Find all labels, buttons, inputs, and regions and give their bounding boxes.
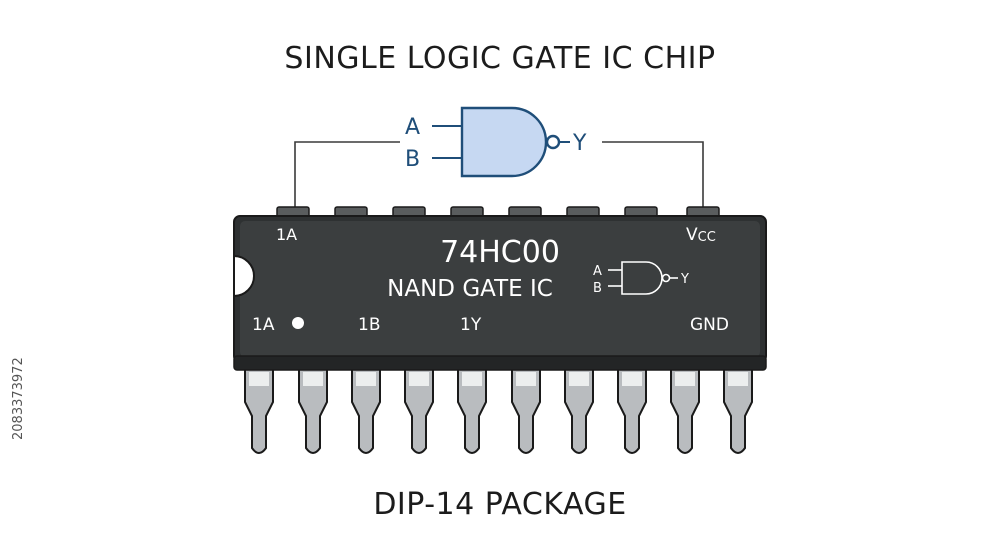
chip-bottom-label-gnd: GND <box>690 315 729 335</box>
pin1-indicator-dot <box>292 317 304 329</box>
chip-bottom-label-1y: 1Y <box>460 315 482 335</box>
mini-gate-b-label: B <box>593 281 602 296</box>
chip-top-label-1a: 1A <box>276 225 297 244</box>
chip-mini-nand-icon <box>608 261 678 295</box>
nand-gate-bubble <box>545 134 561 150</box>
chip-top-label-vcc: VCC <box>686 225 716 245</box>
nand-gate-body <box>460 106 548 178</box>
chip-bottom-label-1a: 1A <box>252 315 275 335</box>
chip-bottom-label-1b: 1B <box>358 315 380 335</box>
bottom-pin-1 <box>244 365 274 454</box>
bottom-pin-4 <box>404 365 434 454</box>
gate-output-y-label: Y <box>572 131 587 156</box>
bottom-pin-9 <box>670 365 700 454</box>
mini-gate-y-label: Y <box>680 272 689 287</box>
bottom-pin-5 <box>457 365 487 454</box>
bottom-pin-7 <box>564 365 594 454</box>
bottom-pin-10 <box>723 365 753 454</box>
bottom-pin-row <box>244 365 753 454</box>
diagram-title: SINGLE LOGIC GATE IC CHIP <box>284 41 715 76</box>
chip-body <box>233 215 767 371</box>
bottom-pin-8 <box>617 365 647 454</box>
package-caption: DIP-14 PACKAGE <box>373 487 626 522</box>
chip-notch <box>233 254 255 298</box>
gate-input-b-label: B <box>405 147 420 172</box>
bottom-pin-3 <box>351 365 381 454</box>
chip-description: NAND GATE IC <box>387 276 553 302</box>
wire-output-y <box>602 141 704 208</box>
chip-part-number: 74HC00 <box>440 235 560 270</box>
side-id-text: 2083373972 <box>11 357 26 440</box>
mini-gate-a-label: A <box>593 264 602 279</box>
bottom-pin-2 <box>298 365 328 454</box>
nand-gate-symbol: A B Y <box>405 106 587 178</box>
bottom-pin-6 <box>511 365 541 454</box>
gate-input-a-label: A <box>405 115 420 140</box>
connection-wires <box>294 141 704 208</box>
wire-input-a <box>294 141 400 208</box>
